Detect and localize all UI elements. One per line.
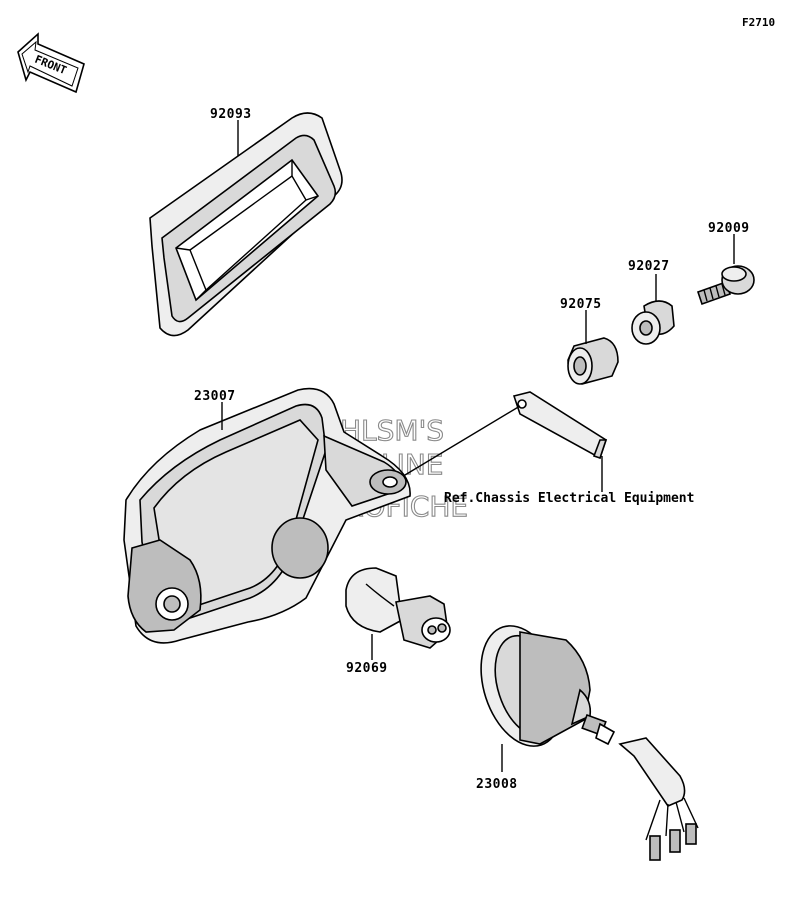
label-23007: 23007 (194, 389, 236, 404)
figure-code: F2710 (742, 16, 775, 29)
gasket-92093 (149, 112, 343, 337)
headlight-housing-23007 (123, 387, 411, 644)
reflector-23008 (480, 625, 699, 861)
screw-92009 (696, 265, 755, 306)
leader-bracket (389, 405, 521, 485)
label-92075: 92075 (560, 297, 602, 312)
front-arrow-icon: FRONT (17, 32, 85, 94)
label-92009: 92009 (708, 221, 750, 236)
label-92027: 92027 (628, 259, 670, 274)
reference-note: Ref.Chassis Electrical Equipment (444, 491, 694, 506)
grommet-92075 (567, 337, 619, 385)
bracket-ref (512, 391, 608, 460)
label-92093: 92093 (210, 107, 252, 122)
label-92069: 92069 (346, 661, 388, 676)
collar-92027 (631, 300, 675, 345)
label-23008: 23008 (476, 777, 518, 792)
bulb-92069 (345, 567, 451, 649)
